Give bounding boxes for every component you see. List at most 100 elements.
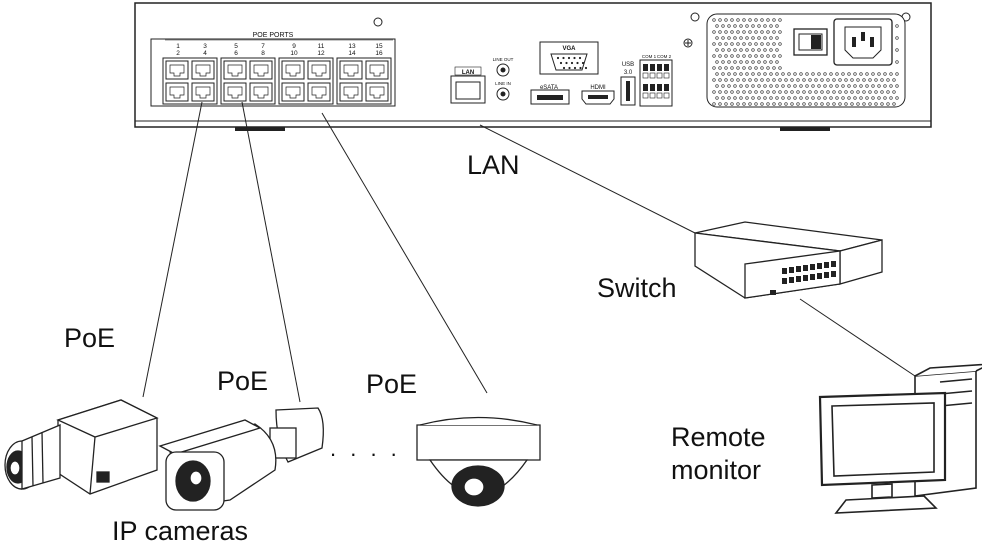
switch-port <box>782 278 787 284</box>
cable-switch-monitor <box>799 298 916 377</box>
vent-hole <box>754 54 758 58</box>
ip-cameras-label: IP cameras <box>112 516 248 546</box>
vent-hole <box>766 102 770 106</box>
vent-hole <box>871 96 875 100</box>
lan-label: LAN <box>467 150 520 180</box>
poe-port[interactable] <box>281 82 305 102</box>
vent-hole <box>775 72 779 76</box>
com-terminal-screw <box>649 72 656 79</box>
vent-hole <box>796 90 800 94</box>
vent-hole <box>742 90 746 94</box>
poe-port[interactable] <box>365 60 389 80</box>
vent-hole <box>766 42 770 46</box>
vent-hole <box>805 96 809 100</box>
cable-poe-1 <box>142 101 203 398</box>
vent-hole <box>763 84 767 88</box>
poe-port[interactable] <box>339 60 363 80</box>
vent-hole <box>775 84 779 88</box>
vent-hole <box>742 18 746 22</box>
vent-hole <box>742 78 746 82</box>
vent-hole <box>823 84 827 88</box>
pc-tower-bay-1 <box>939 378 973 383</box>
vent-hole <box>778 18 782 22</box>
vent-hole <box>748 90 752 94</box>
vent-hole <box>760 42 764 46</box>
vent-hole <box>736 102 740 106</box>
vent-hole <box>715 48 719 52</box>
poe-port[interactable] <box>307 82 331 102</box>
vent-hole <box>826 78 830 82</box>
vent-hole <box>802 102 806 106</box>
port-number-top: 3 <box>203 43 207 50</box>
poe-port[interactable] <box>223 60 247 80</box>
switch-port <box>824 272 829 278</box>
vent-hole <box>796 102 800 106</box>
power-inlet-pin-right <box>870 37 874 47</box>
vent-hole <box>715 72 719 76</box>
poe-port-jack <box>195 86 211 99</box>
vent-hole <box>754 30 758 34</box>
vent-hole <box>760 18 764 22</box>
switch-port <box>782 268 787 274</box>
poe-port[interactable] <box>249 60 273 80</box>
vent-hole <box>763 72 767 76</box>
poe-port[interactable] <box>307 60 331 80</box>
vent-hole <box>793 72 797 76</box>
pc-tower-top <box>914 363 982 377</box>
vent-hole <box>802 78 806 82</box>
vent-hole <box>763 60 767 64</box>
poe-port[interactable] <box>281 60 305 80</box>
nvr-foot-right <box>780 127 830 131</box>
vga-pin <box>568 66 571 70</box>
vent-hole <box>808 78 812 82</box>
poe-port[interactable] <box>223 82 247 102</box>
vent-hole <box>763 24 767 28</box>
port-number-top: 5 <box>234 43 238 50</box>
vent-hole <box>808 90 812 94</box>
vent-hole <box>751 36 755 40</box>
com-terminal-pin <box>664 64 669 71</box>
vent-hole <box>745 36 749 40</box>
vent-hole <box>868 78 872 82</box>
poe-port[interactable] <box>365 82 389 102</box>
vga-pin <box>562 56 565 60</box>
vent-hole <box>877 84 881 88</box>
vent-hole <box>778 90 782 94</box>
poe-port[interactable] <box>339 82 363 102</box>
vent-hole <box>868 90 872 94</box>
vent-hole <box>754 18 758 22</box>
vent-hole <box>895 60 899 64</box>
poe-port[interactable] <box>191 60 215 80</box>
vent-hole <box>886 78 890 82</box>
vent-hole <box>766 54 770 58</box>
poe-port[interactable] <box>191 82 215 102</box>
vent-hole <box>778 66 782 70</box>
vent-hole <box>736 90 740 94</box>
poe-port[interactable] <box>249 82 273 102</box>
com-terminal-screw <box>642 92 649 99</box>
lan-port-jack <box>455 81 481 100</box>
cable-poe-2 <box>241 101 301 403</box>
vent-hole <box>769 72 773 76</box>
vent-hole <box>727 60 731 64</box>
vent-hole <box>721 72 725 76</box>
nvr-screw-left <box>373 17 383 27</box>
vent-hole <box>850 90 854 94</box>
vga-pin <box>584 66 588 70</box>
poe-port[interactable] <box>165 82 189 102</box>
vent-hole <box>808 102 812 106</box>
vent-hole <box>865 84 869 88</box>
vga-pin <box>576 61 579 65</box>
vent-hole <box>757 24 761 28</box>
vent-hole <box>754 66 758 70</box>
port-number-top: 7 <box>261 43 265 50</box>
vent-hole <box>880 78 884 82</box>
vent-hole <box>856 78 860 82</box>
vent-hole <box>769 48 773 52</box>
switch-port <box>817 263 822 269</box>
poe-port[interactable] <box>165 60 189 80</box>
vent-hole <box>778 30 782 34</box>
vent-hole <box>823 96 827 100</box>
vent-hole <box>805 84 809 88</box>
vent-hole <box>757 84 761 88</box>
